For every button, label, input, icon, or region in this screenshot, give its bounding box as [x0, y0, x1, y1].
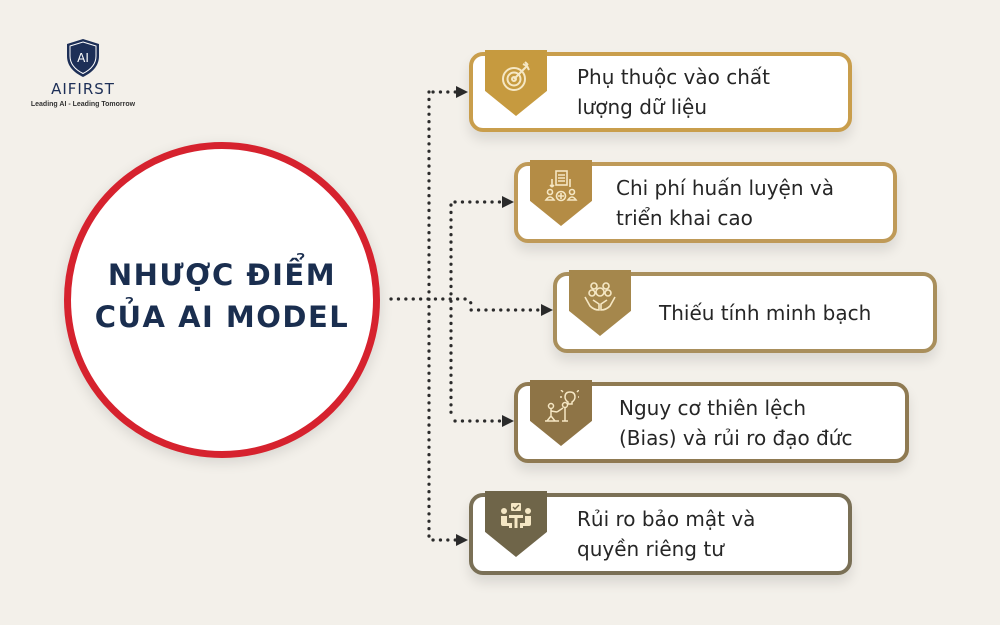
workflow-document-icon — [544, 170, 578, 202]
item-card-data-quality: Phụ thuộc vào chất lượng dữ liệu — [469, 50, 852, 132]
badge — [485, 491, 547, 557]
arrow-head-5 — [456, 534, 468, 546]
item-label-line1: Phụ thuộc vào chất — [577, 65, 771, 89]
item-label-line2: (Bias) và rủi ro đạo đức — [619, 425, 853, 450]
aifirst-logo: AI AIFIRST Leading AI - Leading Tomorrow — [28, 38, 138, 108]
arrow-head-4 — [502, 415, 514, 427]
item-card-bias-ethics: Nguy cơ thiên lệch (Bias) và rủi ro đạo … — [514, 380, 909, 463]
item-label-line2: quyền riêng tư — [577, 537, 724, 561]
badge — [530, 160, 592, 226]
target-icon — [502, 61, 530, 91]
item-card-training-cost: Chi phí huấn luyện và triển khai cao — [514, 160, 897, 243]
community-hands-icon — [584, 282, 616, 311]
shield-logo-icon: AI — [67, 39, 99, 77]
center-title-line2: CỦA AI MODEL — [94, 300, 350, 334]
item-label: Rủi ro bảo mật và quyền riêng tư — [577, 497, 755, 571]
item-label: Chi phí huấn luyện và triển khai cao — [616, 166, 834, 239]
badge — [530, 380, 592, 446]
badge — [569, 270, 631, 336]
item-label-line1: Nguy cơ thiên lệch — [619, 395, 807, 420]
item-label: Phụ thuộc vào chất lượng dữ liệu — [577, 56, 770, 128]
arrow-head-3 — [541, 304, 553, 316]
logo-tagline: Leading AI - Leading Tomorrow — [30, 101, 136, 108]
item-label-line1: Chi phí huấn luyện và — [616, 175, 834, 200]
item-label: Thiếu tính minh bạch — [659, 276, 871, 349]
badge — [485, 50, 547, 116]
item-label-line2: lượng dữ liệu — [577, 95, 708, 119]
mentoring-idea-icon — [545, 390, 579, 422]
item-label-line1: Thiếu tính minh bạch — [659, 300, 872, 325]
arrow-head-1 — [456, 86, 468, 98]
arrow-head-2 — [502, 196, 514, 208]
item-label-line2: triển khai cao — [616, 205, 753, 230]
meeting-people-icon — [501, 503, 531, 528]
logo-icon-text: AI — [77, 51, 89, 65]
center-circle: NHƯỢC ĐIỂM CỦA AI MODEL — [64, 142, 380, 458]
center-title: NHƯỢC ĐIỂM CỦA AI MODEL — [95, 254, 350, 338]
center-title-line1: NHƯỢC ĐIỂM — [107, 258, 337, 292]
item-card-security-privacy: Rủi ro bảo mật và quyền riêng tư — [469, 491, 852, 575]
item-label: Nguy cơ thiên lệch (Bias) và rủi ro đạo … — [619, 386, 852, 459]
item-label-line1: Rủi ro bảo mật và — [577, 507, 756, 531]
item-card-transparency: Thiếu tính minh bạch — [553, 270, 937, 353]
logo-name: AIFIRST — [51, 80, 115, 98]
